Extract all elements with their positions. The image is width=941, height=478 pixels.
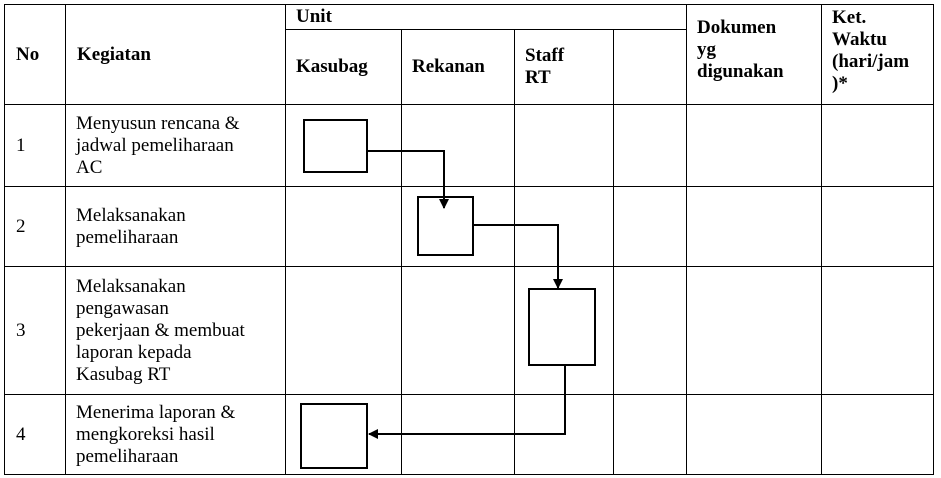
table-row: 1 Menyusun rencana & jadwal pemeliharaan… xyxy=(4,104,934,187)
header-kegiatan: Kegiatan xyxy=(65,4,286,105)
cell xyxy=(401,186,515,267)
cell xyxy=(285,104,402,187)
header-dokumen: Dokumen yg digunakan xyxy=(686,4,822,105)
cell xyxy=(686,266,822,395)
cell xyxy=(514,104,614,187)
row-number: 2 xyxy=(4,186,66,267)
cell xyxy=(686,394,822,475)
row-kegiatan: Melaksanakan pengawasan pekerjaan & memb… xyxy=(65,266,286,395)
cell xyxy=(821,186,934,267)
row-number: 3 xyxy=(4,266,66,395)
row-number: 1 xyxy=(4,104,66,187)
row-kegiatan: Menerima laporan & mengkoreksi hasil pem… xyxy=(65,394,286,475)
row-kegiatan: Menyusun rencana & jadwal pemeliharaan A… xyxy=(65,104,286,187)
row-kegiatan: Melaksanakan pemeliharaan xyxy=(65,186,286,267)
table-row: 2 Melaksanakan pemeliharaan xyxy=(4,186,934,267)
header-unit-rekanan: Rekanan xyxy=(401,29,515,105)
cell xyxy=(514,394,614,475)
header-no: No xyxy=(4,4,66,105)
cell xyxy=(401,266,515,395)
header-ket-waktu: Ket. Waktu (hari/jam )* xyxy=(821,4,934,105)
table-row: 4 Menerima laporan & mengkoreksi hasil p… xyxy=(4,394,934,475)
cell xyxy=(514,266,614,395)
cell xyxy=(285,266,402,395)
cell xyxy=(613,266,687,395)
sop-table: No Kegiatan Unit Dokumen yg digunakan Ke… xyxy=(4,4,934,475)
cell xyxy=(613,186,687,267)
cell xyxy=(401,394,515,475)
table-row: 3 Melaksanakan pengawasan pekerjaan & me… xyxy=(4,266,934,395)
cell xyxy=(686,104,822,187)
cell xyxy=(514,186,614,267)
cell xyxy=(613,394,687,475)
cell xyxy=(285,394,402,475)
cell xyxy=(821,394,934,475)
header-unit: Unit xyxy=(285,4,687,30)
cell xyxy=(686,186,822,267)
cell xyxy=(821,266,934,395)
cell xyxy=(821,104,934,187)
cell xyxy=(613,104,687,187)
row-number: 4 xyxy=(4,394,66,475)
cell xyxy=(285,186,402,267)
header-unit-blank xyxy=(613,29,687,105)
header-unit-kasubag: Kasubag xyxy=(285,29,402,105)
header-unit-staff-rt: Staff RT xyxy=(514,29,614,105)
cell xyxy=(401,104,515,187)
